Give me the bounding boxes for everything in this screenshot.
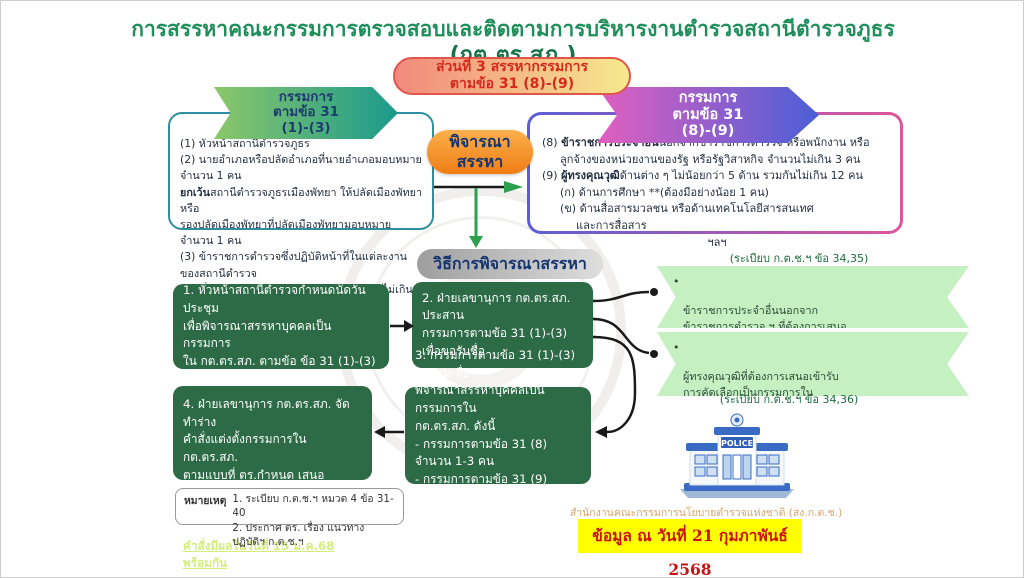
committee-8-9-header-arrow: กรรมการ ตามข้อ 31 (8)-(9): [597, 87, 819, 143]
note-lines: 1. ระเบียบ ก.ต.ช.ฯ หมวด 4 ข้อ 31-40 2. ป…: [232, 493, 394, 549]
section-badge: ส่วนที่ 3 สรรหากรรมการ ตามข้อ 31 (8)-(9): [393, 57, 631, 95]
section-badge-line2: ตามข้อ 31 (8)-(9): [449, 76, 575, 92]
criteria-bold: ยกเว้น: [180, 185, 210, 199]
connector-step2-step3: [592, 335, 637, 434]
consider-line1: พิจารณา: [449, 132, 511, 151]
applicant-banner-article-8: • ข้าราชการประจำอื่นนอกจาก ข้าราชการตำรว…: [657, 266, 969, 328]
criteria-line: (3) ข้าราชการตำรวจซึ่งปฏิบัติหน้าที่ในแต…: [180, 250, 408, 280]
criteria-num: (9): [542, 169, 562, 182]
banner-2-text: ผู้ทรงคุณวุฒิที่ต้องการเสนอเข้ารับ การคั…: [683, 370, 858, 431]
connector-step2-banner1: [592, 290, 650, 303]
criteria-line: และการสื่อสาร: [576, 218, 647, 232]
criteria-line: (2) นายอำเภอหรือปลัดอำเภอที่นายอำเภอมอบห…: [180, 153, 422, 183]
criteria-line: (9) ผู้ทรงคุณวุฒิด้านต่าง ๆ ไม่น้อยกว่า …: [542, 168, 892, 185]
step-2-box: 2. ฝ่ายเลขานุการ กต.ตร.สภ. ประสาน กรรมกา…: [412, 282, 593, 368]
criteria-line: (ข) ด้านสื่อสารมวลชน หรือด้านเทคโนโลยีสา…: [560, 202, 814, 215]
data-date-banner: ข้อมูล ณ วันที่ 21 กุมภาพันธ์ 2568: [578, 519, 802, 577]
org-credit-text: สำนักงานคณะกรรมการนโยบายตำรวจแห่งชาติ (ส…: [569, 507, 843, 519]
left-header-line3: (1)-(3): [281, 119, 331, 136]
police-sign-text: POLICE: [721, 439, 753, 448]
bullet-icon: •: [673, 275, 680, 288]
step-1-box: 1. หัวหน้าสถานีตำรวจกำหนดนัดวันประชุม เพ…: [173, 283, 389, 369]
banner-1-text: ข้าราชการประจำอื่นนอกจาก ข้าราชการตำรวจ …: [683, 304, 847, 333]
dot-banner2: [650, 350, 658, 358]
note-label: หมายเหตุ: [184, 495, 227, 507]
criteria-line: รองปลัดเมืองพัทยาที่ปลัดเมืองพัทยามอบหมา…: [180, 217, 392, 248]
step-4-highlight: คำสั่งมีผลในวันที่ 15 ม.ค.68 พร้อมกัน: [183, 538, 335, 571]
right-header-line3: (8)-(9): [681, 123, 735, 140]
police-station-icon: POLICE: [680, 413, 794, 498]
consider-selection-badge: พิจารณา สรรหา: [427, 130, 533, 174]
criteria-rest: สถานีตำรวจภูธรเมืองพัทยา ให้ปลัดเมืองพัท…: [180, 185, 423, 215]
committee-1-3-header-arrow: กรรมการ ตามข้อ 31 (1)-(3): [214, 87, 398, 139]
method-title-badge: วิธีการพิจารณาสรรหา: [417, 249, 603, 279]
page-title: การสรรหาคณะกรรมการตรวจสอบและติดตามการบริ…: [131, 17, 895, 41]
dot-banner1: [650, 288, 658, 296]
step-3-box: 3. กรรมการตามข้อ 31 (1)-(3) ประชุมเพื่อ …: [405, 348, 591, 521]
arrowhead-step3: [595, 426, 607, 438]
right-header-line2: ตามข้อ 31: [672, 106, 744, 123]
arrowhead-right-green: [504, 181, 523, 193]
criteria-rest: ด้านต่าง ๆ ไม่น้อยกว่า 5 ด้าน รวมกันไม่เ…: [619, 169, 863, 182]
section-badge-line1: ส่วนที่ 3 สรรหากรรมการ: [436, 59, 588, 76]
arrowhead-step4: [374, 426, 385, 438]
left-header-line1: กรรมการ: [278, 88, 334, 105]
left-header-line2: ตามข้อ 31: [272, 104, 340, 121]
note-box: หมายเหตุ 1. ระเบียบ ก.ต.ช.ฯ หมวด 4 ข้อ 3…: [175, 488, 404, 549]
criteria-line: ยกเว้นสถานีตำรวจภูธรเมืองพัทยา ให้ปลัดเม…: [180, 185, 424, 217]
connector-step2-banner2: [592, 317, 650, 355]
applicant-banner-article-9: • ผู้ทรงคุณวุฒิที่ต้องการเสนอเข้ารับ การ…: [657, 332, 969, 396]
criteria-line: ลูกจ้างของหน่วยงานของรัฐ หรือรัฐวิสาหกิจ…: [560, 152, 861, 166]
committee-8-9-criteria-box: (8) ข้าราชการประจำอื่นนอกจากข้าราชการตำร…: [530, 115, 900, 249]
right-header-line1: กรรมการ: [678, 89, 738, 106]
arrowhead-down-green: [469, 236, 483, 248]
reference-bottom-label: (ระเบียบ ก.ต.ช.ฯ ข้อ 34,36): [719, 393, 859, 406]
reference-top-label: (ระเบียบ ก.ต.ช.ฯ ข้อ 34,35): [729, 252, 869, 265]
step-4-box: 4. ฝ่ายเลขานุการ กต.ตร.สภ. จัดทำร่าง คำส…: [173, 386, 372, 570]
consider-line2: สรรหา: [456, 152, 504, 171]
criteria-bold: ผู้ทรงคุณวุฒิ: [561, 169, 620, 182]
criteria-line: (1) หัวหน้าสถานีตำรวจภูธร: [180, 137, 310, 150]
criteria-num: (8): [542, 136, 562, 149]
criteria-line: (ก) ด้านการศึกษา **(ต้องมีอย่างน้อย 1 คน…: [560, 185, 769, 199]
criteria-etc: ฯลฯ: [707, 236, 727, 249]
bullet-icon: •: [673, 341, 680, 354]
